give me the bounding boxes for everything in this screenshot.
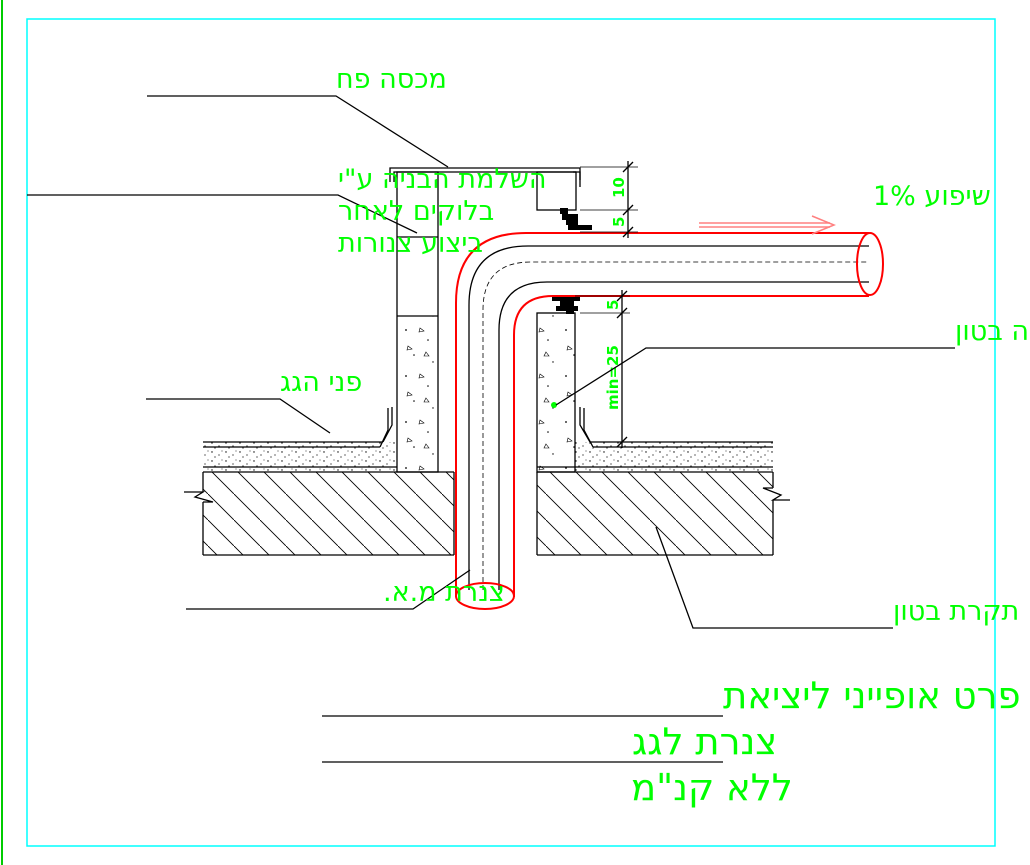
roof-screed-layer: [203, 441, 773, 472]
leader-lines: [27, 95, 955, 763]
drawing-frame: [26, 18, 996, 847]
concrete-ceiling-slab: [184, 471, 790, 556]
sheet-metal-cover: [389, 167, 581, 182]
left-flashing: [382, 407, 393, 443]
label-concrete-ceiling: תקרת בטון: [893, 596, 1019, 627]
title-line-1: פרט אופייני ליציאת: [723, 674, 1021, 717]
label-slope: שיפוע 1%: [873, 181, 991, 212]
label-concrete-curb: יציקת מעקה בטון: [955, 316, 1030, 347]
title-line-3: ללא קנ"מ: [631, 766, 793, 809]
drain-pipe: [455, 232, 884, 610]
label-wall-line-2: בלוקים לאחר: [338, 196, 494, 227]
dim-5-top: 5: [610, 217, 628, 227]
slope-arrow: [699, 215, 836, 235]
curb-label-dot: [551, 402, 557, 408]
right-flashing: [579, 407, 591, 443]
right-concrete-curb: [536, 312, 576, 473]
label-wall-line-3: ביצוע צנורות: [338, 228, 483, 259]
label-sheet-metal-cover: מכסה פח: [336, 64, 447, 95]
label-roof-surface: פני הגג: [280, 367, 362, 398]
pipe-support-top: [560, 208, 592, 230]
dim-10: 10: [610, 177, 628, 198]
pipe-support-bottom: [552, 296, 580, 314]
dim-min25: min=25: [604, 345, 622, 410]
dim-5-mid: 5: [604, 300, 622, 310]
label-wall-line-1: השלמת הבניה ע"י: [338, 164, 546, 195]
label-pipe: צנרת מ.א.: [383, 577, 505, 608]
title-line-2: צנרת לגג: [632, 720, 777, 763]
left-block-wall: [396, 171, 439, 473]
dimension-lines: [575, 161, 638, 448]
